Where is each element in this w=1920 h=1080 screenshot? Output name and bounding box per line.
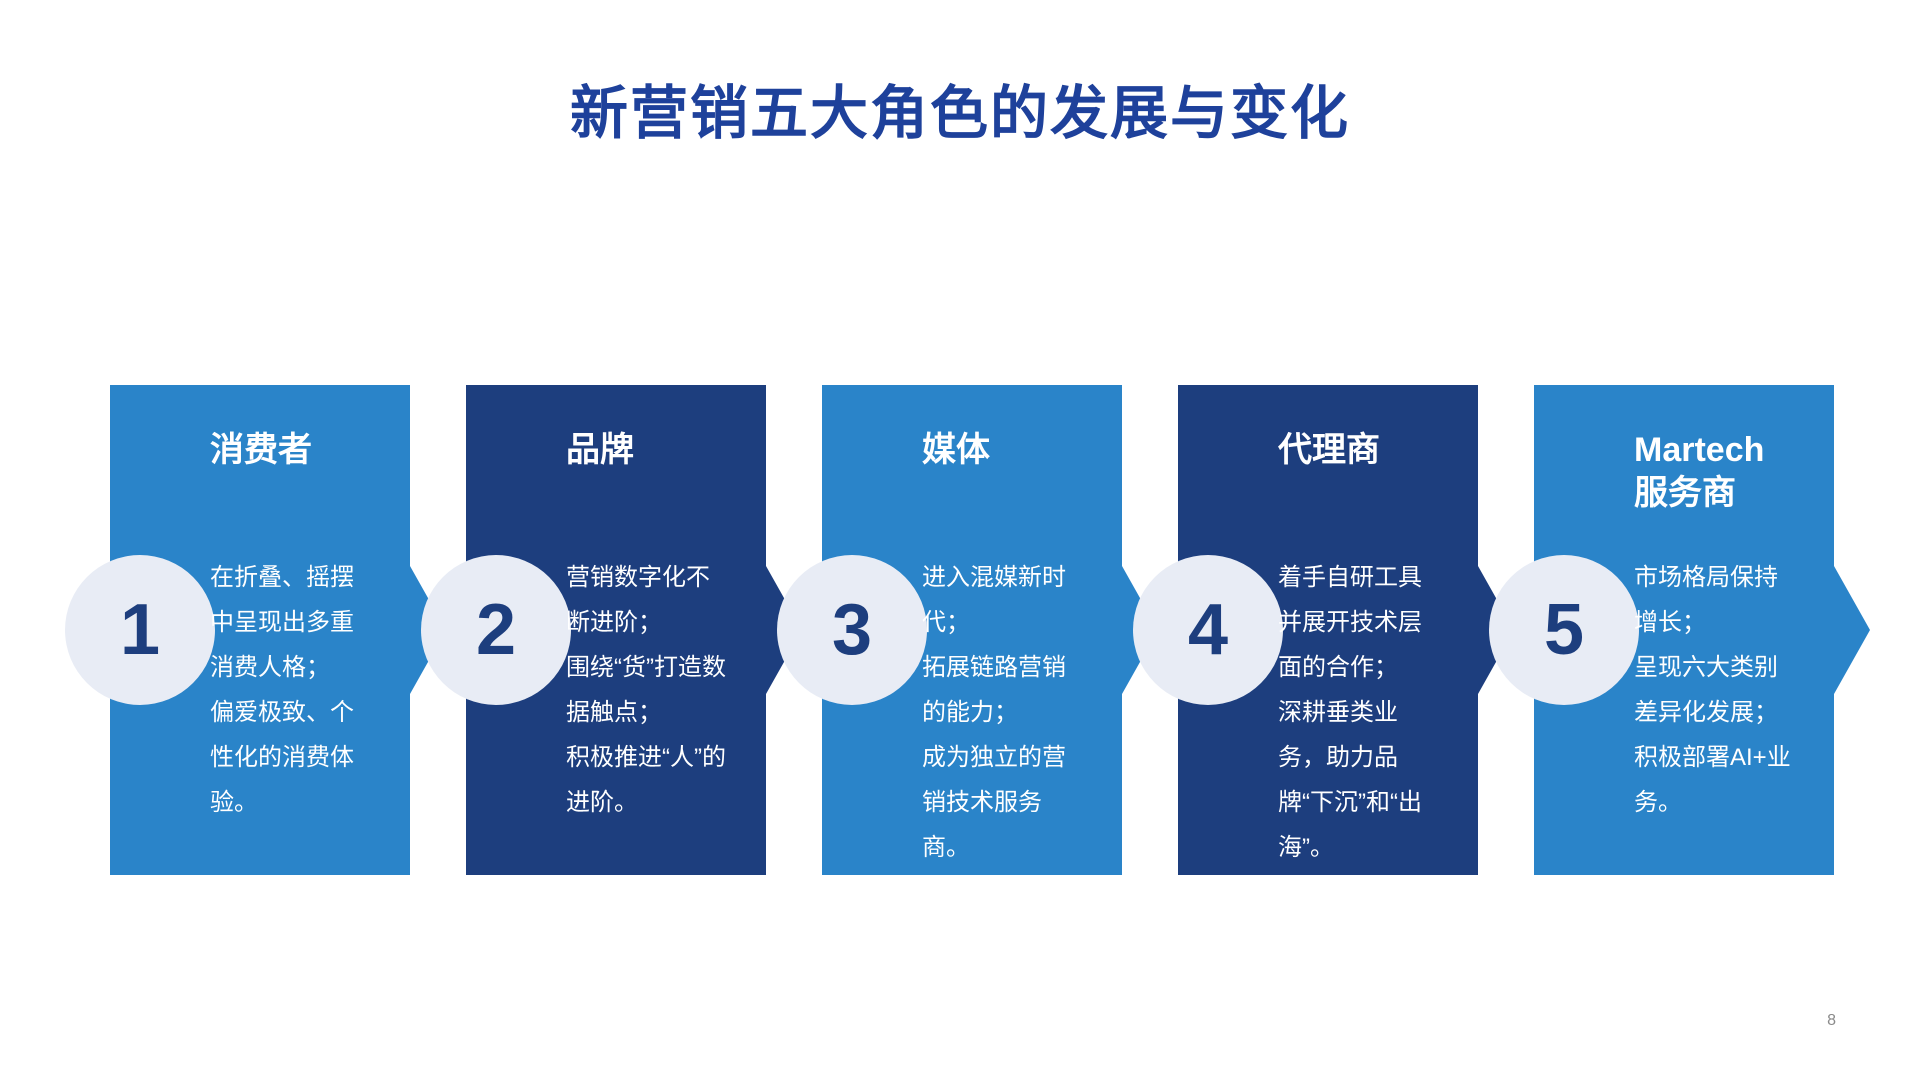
step-number-badge: 4: [1133, 555, 1283, 705]
card-title: 代理商: [1278, 431, 1380, 469]
card-title: 媒体: [922, 431, 990, 469]
card-body: 着手自研工具并展开技术层面的合作； 深耕垂类业务，助力品牌“下沉”和“出海”。: [1278, 564, 1422, 861]
role-card-martech: 5 Martech 服务商 市场格局保持增长； 呈现六大类别差异化发展； 积极部…: [1489, 385, 1834, 875]
step-number: 3: [831, 590, 873, 670]
step-number: 1: [119, 590, 161, 670]
card-title: 品牌: [566, 431, 634, 469]
step-number-badge: 3: [777, 555, 927, 705]
card-body: 进入混媒新时代； 拓展链路营销的能力； 成为独立的营销技术服务商。: [922, 564, 1066, 861]
role-card-media: 3 媒体 进入混媒新时代； 拓展链路营销的能力； 成为独立的营销技术服务商。: [777, 385, 1122, 875]
roles-flow-diagram: 1 消费者 在折叠、摇摆中呈现出多重消费人格； 偏爱极致、个性化的消费体验。 2…: [65, 385, 1834, 875]
card-body: 在折叠、摇摆中呈现出多重消费人格； 偏爱极致、个性化的消费体验。: [210, 564, 354, 816]
card-body: 营销数字化不断进阶； 围绕“货”打造数据触点； 积极推进“人”的进阶。: [566, 564, 726, 816]
card-title: 消费者: [210, 431, 312, 469]
step-number: 4: [1187, 590, 1229, 670]
role-card-brand: 2 品牌 营销数字化不断进阶； 围绕“货”打造数据触点； 积极推进“人”的进阶。: [421, 385, 766, 875]
step-number: 2: [475, 590, 517, 670]
step-number-badge: 2: [421, 555, 571, 705]
card-content: 品牌 营销数字化不断进阶； 围绕“货”打造数据触点； 积极推进“人”的进阶。: [466, 385, 766, 875]
role-card-consumer: 1 消费者 在折叠、摇摆中呈现出多重消费人格； 偏爱极致、个性化的消费体验。: [65, 385, 410, 875]
card-title: Martech 服务商: [1634, 431, 1765, 512]
role-card-agency: 4 代理商 着手自研工具并展开技术层面的合作； 深耕垂类业务，助力品牌“下沉”和…: [1133, 385, 1478, 875]
step-number-badge: 1: [65, 555, 215, 705]
card-content: Martech 服务商 市场格局保持增长； 呈现六大类别差异化发展； 积极部署A…: [1534, 385, 1834, 875]
card-body: 市场格局保持增长； 呈现六大类别差异化发展； 积极部署AI+业务。: [1634, 564, 1791, 816]
slide-title: 新营销五大角色的发展与变化: [569, 81, 1350, 146]
step-number: 5: [1543, 590, 1585, 670]
card-content: 媒体 进入混媒新时代； 拓展链路营销的能力； 成为独立的营销技术服务商。: [822, 385, 1122, 875]
step-number-badge: 5: [1489, 555, 1639, 705]
card-content: 代理商 着手自研工具并展开技术层面的合作； 深耕垂类业务，助力品牌“下沉”和“出…: [1178, 385, 1478, 875]
page-number: 8: [1827, 1012, 1836, 1029]
card-content: 消费者 在折叠、摇摆中呈现出多重消费人格； 偏爱极致、个性化的消费体验。: [110, 385, 410, 875]
